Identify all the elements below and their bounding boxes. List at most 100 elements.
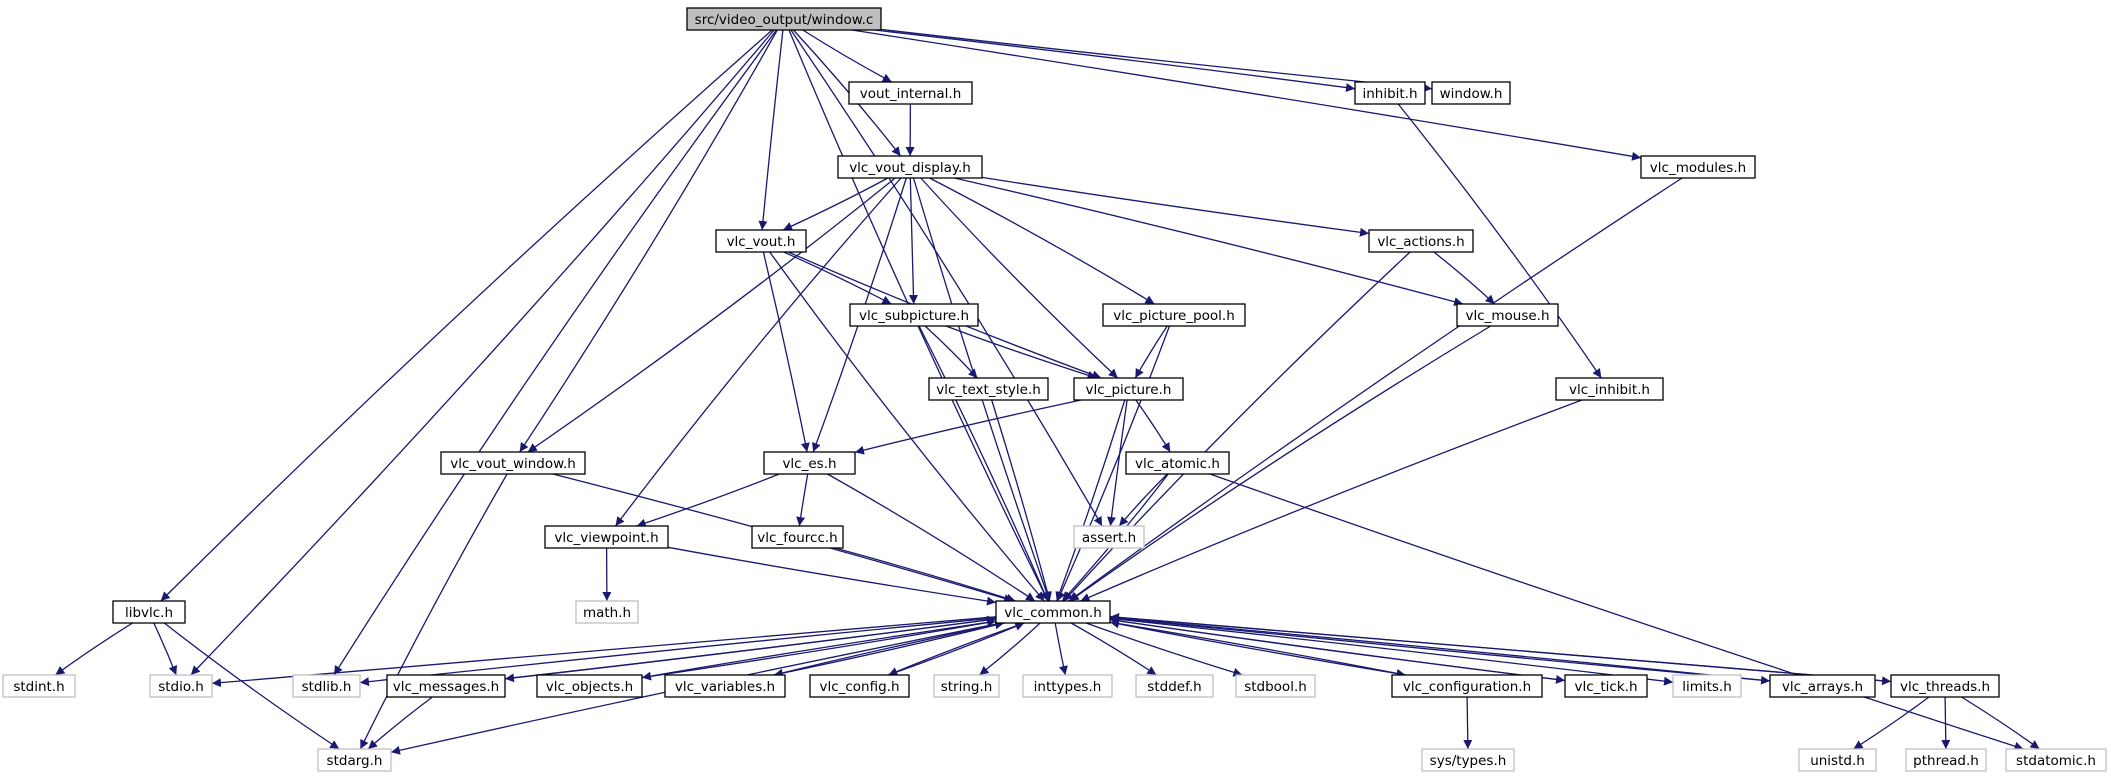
edge-vlc_common-to-limits (1109, 617, 1674, 686)
node-box (751, 525, 844, 549)
edge-vlc_subpicture-to-vlc_picture (945, 325, 1097, 380)
edge-vlc_inhibit-to-vlc_common (1080, 399, 1583, 602)
node-vlc-config[interactable]: vlc_config.h (809, 674, 910, 698)
edge-window_c-to-vlc_modules (851, 29, 1642, 161)
node-inhibit[interactable]: inhibit.h (1354, 81, 1426, 105)
node-label: vlc_inhibit.h (1569, 382, 1650, 398)
node-label: vlc_variables.h (675, 679, 775, 695)
edge-vlc_picture-to-vlc_atomic (1135, 399, 1171, 453)
node-label: inhibit.h (1362, 86, 1417, 102)
node-vlc-modules[interactable]: vlc_modules.h (1640, 155, 1756, 179)
node-vlc-configuration[interactable]: vlc_configuration.h (1391, 674, 1543, 698)
node-vlc-vout-display[interactable]: vlc_vout_display.h (837, 155, 983, 179)
node-box (1073, 525, 1145, 549)
node-box (544, 525, 669, 549)
node-vlc-threads[interactable]: vlc_threads.h (1890, 674, 2000, 698)
node-box (1421, 748, 1515, 772)
edge-vlc_configuration-to-sys_types (1463, 696, 1473, 750)
node-label: vout_internal.h (860, 86, 962, 102)
node-label: inttypes.h (1034, 679, 1102, 695)
node-label: vlc_objects.h (546, 679, 633, 695)
node-vlc-text-style[interactable]: vlc_text_style.h (928, 377, 1049, 401)
node-vlc-objects[interactable]: vlc_objects.h (536, 674, 643, 698)
node-label: stddef.h (1147, 679, 1201, 695)
node-assert: assert.h (1073, 525, 1145, 549)
node-label: vlc_atomic.h (1135, 456, 1220, 472)
node-vlc-arrays[interactable]: vlc_arrays.h (1769, 674, 1876, 698)
node-label: vlc_viewpoint.h (554, 530, 658, 546)
edge-vlc_vout_display-to-vlc_picture (920, 177, 1119, 379)
node-label: stdio.h (158, 679, 204, 695)
node-vlc-variables[interactable]: vlc_variables.h (664, 674, 786, 698)
node-vlc-es[interactable]: vlc_es.h (763, 451, 856, 475)
node-box (386, 674, 506, 698)
edge-vlc_objects-to-vlc_common (641, 618, 997, 679)
node-vlc-fourcc[interactable]: vlc_fourcc.h (751, 525, 844, 549)
node-vlc-common[interactable]: vlc_common.h (995, 600, 1111, 624)
node-label: sys/types.h (1430, 753, 1507, 769)
node-label: limits.h (1682, 679, 1732, 695)
edge-window_c-to-stdlib (333, 29, 778, 676)
node-box (848, 81, 973, 105)
edge-vlc_common-to-inttypes (1054, 622, 1068, 676)
node-box (837, 155, 983, 179)
node-label: math.h (583, 605, 631, 621)
node-label: libvlc.h (125, 605, 173, 621)
edge-window_c-to-vlc_vout_window (519, 29, 778, 453)
edge-vlc_common-to-vlc_config (888, 622, 1025, 676)
node-label: stdarg.h (327, 753, 383, 769)
node-box (112, 600, 186, 624)
node-box (1022, 674, 1113, 698)
edge-vlc_text_style-to-vlc_common (991, 399, 1052, 602)
node-vlc-inhibit[interactable]: vlc_inhibit.h (1555, 377, 1664, 401)
node-label: vlc_config.h (819, 679, 899, 695)
edge-vlc_mouse-to-vlc_common (1069, 325, 1492, 602)
node-box (1456, 303, 1559, 327)
node-vlc-actions[interactable]: vlc_actions.h (1368, 229, 1474, 253)
node-box (849, 303, 979, 327)
edge-vlc_messages-to-stdarg (367, 696, 433, 750)
edge-window_c-to-libvlc (160, 29, 773, 602)
node-label: vlc_configuration.h (1403, 679, 1531, 695)
node-vlc-messages[interactable]: vlc_messages.h (386, 674, 506, 698)
edge-vlc_actions-to-vlc_mouse (1433, 251, 1496, 305)
node-vlc-picture-pool[interactable]: vlc_picture_pool.h (1102, 303, 1246, 327)
node-vlc-subpicture[interactable]: vlc_subpicture.h (849, 303, 979, 327)
node-box (686, 7, 882, 31)
node-box (2, 674, 76, 698)
edge-vlc_subpicture-to-vlc_common (918, 325, 1049, 602)
node-vlc-vout-window[interactable]: vlc_vout_window.h (440, 451, 586, 475)
edge-vlc_configuration-to-vlc_common (1109, 619, 1406, 676)
node-box (1905, 748, 1987, 772)
node-label: stdlib.h (302, 679, 352, 695)
node-vlc-tick[interactable]: vlc_tick.h (1564, 674, 1648, 698)
node-label: vlc_subpicture.h (859, 308, 969, 324)
node-vlc-picture[interactable]: vlc_picture.h (1073, 377, 1184, 401)
node-layer: src/video_output/window.cvout_internal.h… (2, 7, 2107, 772)
edge-vlc_vout_display-to-vlc_vout_window (527, 177, 896, 453)
node-label: vlc_tick.h (1574, 679, 1637, 695)
node-label: unistd.h (1810, 753, 1865, 769)
node-vout-internal[interactable]: vout_internal.h (848, 81, 973, 105)
node-box (995, 600, 1111, 624)
node-box (1368, 229, 1474, 253)
edge-vlc_viewpoint-to-vlc_common (667, 546, 997, 606)
edge-vlc_common-to-vlc_configuration (1109, 621, 1406, 678)
edge-vlc_vout-to-vlc_es (762, 251, 810, 453)
node-pthread: pthread.h (1905, 748, 1987, 772)
node-label: vlc_mouse.h (1465, 308, 1549, 324)
node-label: pthread.h (1913, 753, 1979, 769)
edge-vlc_common-to-vlc_objects (641, 620, 997, 681)
edge-vlc_tick-to-vlc_common (1109, 616, 1566, 682)
node-libvlc[interactable]: libvlc.h (112, 600, 186, 624)
edge-window_c-to-inhibit (874, 29, 1356, 92)
node-label: vlc_modules.h (1650, 160, 1746, 176)
edge-vlc_vout_display-to-vlc_vout (782, 177, 889, 231)
node-box (1354, 81, 1426, 105)
node-vlc-atomic[interactable]: vlc_atomic.h (1125, 451, 1230, 475)
edge-inhibit-to-vlc_inhibit (1397, 103, 1602, 379)
node-vlc-vout[interactable]: vlc_vout.h (715, 229, 807, 253)
node-window-h[interactable]: window.h (1431, 81, 1511, 105)
node-vlc-viewpoint[interactable]: vlc_viewpoint.h (544, 525, 669, 549)
node-vlc-mouse[interactable]: vlc_mouse.h (1456, 303, 1559, 327)
